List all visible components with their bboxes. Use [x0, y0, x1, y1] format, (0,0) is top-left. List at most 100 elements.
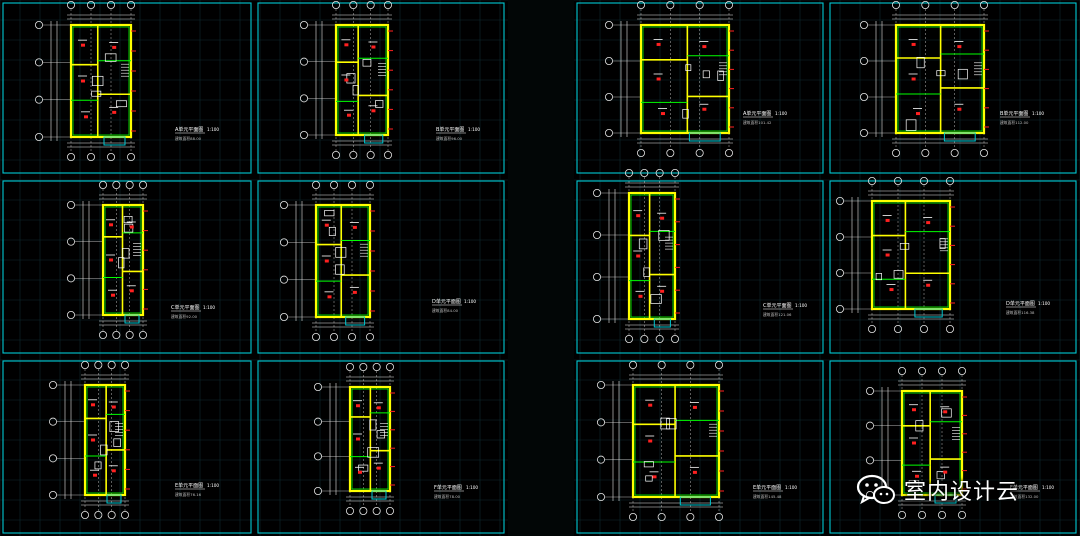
axis-bubble: [299, 20, 308, 29]
room-marker: [111, 293, 115, 297]
axis-bubble: [593, 188, 602, 197]
axis-bubble: [946, 324, 955, 333]
sheet-frame: [2, 2, 252, 174]
axis-bubble: [35, 132, 44, 141]
room-partitions: [633, 385, 719, 497]
room-marker: [129, 289, 134, 293]
axis-bubble: [107, 152, 116, 161]
watermark-text: 室内设计云: [904, 480, 1020, 505]
axis-bubble: [35, 95, 44, 104]
dimension-lines: [605, 1, 734, 157]
room-marker: [636, 254, 641, 258]
axis-bubble: [313, 417, 322, 426]
room-marker: [109, 223, 113, 227]
axis-bubble: [597, 380, 606, 389]
room-partitions: [641, 25, 729, 133]
axis-bubble: [385, 506, 394, 515]
axis-bubble: [138, 330, 147, 339]
wall-inner-line: [873, 202, 949, 308]
fixtures: [358, 419, 388, 472]
room-marker: [347, 113, 351, 117]
axis-bubble: [918, 366, 927, 375]
sheet-scale: 1:100: [464, 299, 476, 304]
axis-bubble: [640, 334, 649, 343]
axis-bubble: [49, 417, 58, 426]
axis-bubble: [892, 148, 901, 157]
axis-bubble: [920, 324, 929, 333]
axis-bubble: [860, 20, 869, 29]
axis-bubble: [860, 128, 869, 137]
room-markers: [882, 206, 955, 304]
axis-bubble: [359, 362, 368, 371]
axis-bubble: [860, 93, 869, 102]
axis-bubble: [67, 310, 76, 319]
axis-bubble: [383, 150, 392, 159]
axis-bubble: [49, 490, 58, 499]
room-marker: [912, 441, 916, 445]
axis-bubble: [625, 334, 634, 343]
axis-bubble: [655, 334, 664, 343]
sheet-title: E单元平面图: [175, 482, 203, 489]
outer-wall: [631, 383, 721, 499]
axis-bubble: [860, 57, 869, 66]
axis-bubble: [836, 196, 845, 205]
axis-bubble: [81, 510, 90, 519]
axis-bubble: [67, 237, 76, 246]
room-marker: [911, 42, 916, 46]
axis-bubble: [686, 513, 695, 522]
axis-bubble: [958, 366, 967, 375]
sheet-frame: [257, 180, 505, 354]
axis-bubble: [950, 1, 959, 9]
room-marker: [111, 469, 116, 473]
room-marker: [376, 406, 381, 410]
room-markers: [908, 30, 989, 128]
axis-bubble: [866, 386, 875, 395]
axis-bubble: [898, 366, 907, 375]
axis-bubble: [345, 362, 354, 371]
axis-bubble: [671, 334, 680, 343]
axis-bubble: [366, 1, 375, 9]
sheet-frame: [829, 360, 1077, 534]
axis-bubble: [715, 513, 724, 522]
axis-bubble: [313, 452, 322, 461]
axis-bubble: [138, 180, 147, 189]
room-marker: [656, 77, 661, 81]
axis-bubble: [657, 360, 666, 369]
axis-bubble: [836, 232, 845, 241]
axis-bubble: [725, 1, 734, 9]
sheet-title: D单元平面图: [432, 298, 461, 305]
axis-bubble: [125, 330, 134, 339]
room-marker: [324, 223, 329, 227]
axis-bubble: [686, 360, 695, 369]
axis-bubble: [866, 421, 875, 430]
axis-bubble: [671, 168, 680, 177]
axis-bubble: [127, 1, 136, 9]
axis-bubble: [365, 180, 374, 189]
sheet-area: 建筑面积78.00: [434, 494, 461, 499]
sheet-scale: 1:100: [207, 127, 219, 132]
room-marker: [356, 437, 360, 441]
sheet-frame: [257, 360, 505, 534]
outer-wall: [900, 389, 964, 497]
axis-bubble: [946, 176, 955, 185]
room-marker: [112, 45, 117, 49]
room-marker: [911, 77, 916, 81]
sheet-title: C单元平面图: [171, 304, 200, 311]
room-marker: [660, 289, 665, 293]
dimension-lines: [299, 1, 392, 159]
balcony: [653, 318, 671, 328]
room-markers: [106, 210, 148, 310]
fixtures: [908, 408, 960, 492]
axis-bubble: [329, 180, 338, 189]
sheet-title: C单元平面图: [763, 302, 792, 309]
outer-wall: [83, 383, 127, 497]
